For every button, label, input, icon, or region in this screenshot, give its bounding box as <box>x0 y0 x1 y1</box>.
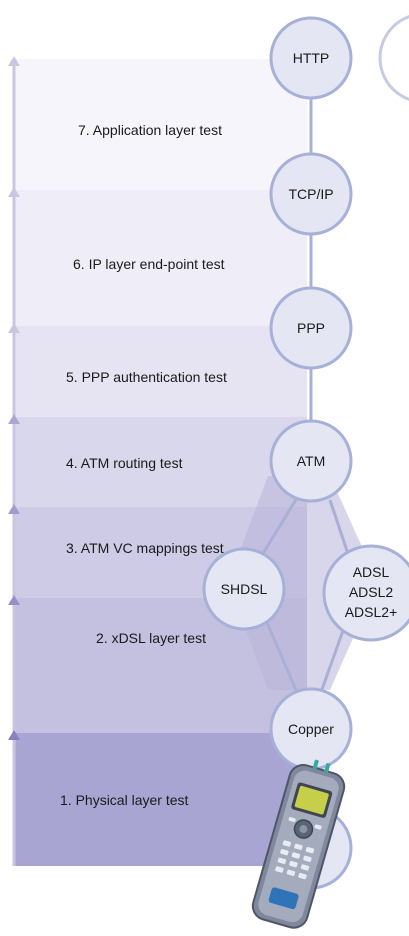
layer-labels: 7. Application layer test 6. IP layer en… <box>60 122 227 808</box>
band-atm-routing <box>14 417 307 507</box>
node-atm-label: ATM <box>297 453 326 469</box>
node-tcpip: TCP/IP <box>269 152 353 236</box>
node-ppp: PPP <box>269 286 353 370</box>
node-adsl-label-3: ADSL2+ <box>345 604 398 620</box>
band-ppp <box>14 326 307 417</box>
layer-label-4: 4. ATM routing test <box>66 455 183 471</box>
node-adsl-label-1: ADSL <box>353 564 390 580</box>
layer-bands <box>14 59 307 866</box>
node-adsl: ADSL ADSL2 ADSL2+ <box>322 544 409 642</box>
layer-label-6: 6. IP layer end-point test <box>73 256 225 272</box>
layer-label-3: 3. ATM VC mappings test <box>66 540 224 556</box>
node-copper-label: Copper <box>288 721 334 737</box>
node-http: HTTP <box>269 16 353 100</box>
node-http-label: HTTP <box>293 50 330 66</box>
handheld-tester-icon <box>251 759 346 929</box>
partial-node-decoration <box>378 15 409 101</box>
layer-label-5: 5. PPP authentication test <box>66 369 227 385</box>
arrow-6-icon <box>8 187 20 197</box>
node-atm: ATM <box>269 419 353 503</box>
arrow-2-icon <box>8 595 20 605</box>
node-tcpip-label: TCP/IP <box>288 186 333 202</box>
layer-label-7: 7. Application layer test <box>78 122 222 138</box>
arrow-5-icon <box>8 323 20 333</box>
node-shdsl-label: SHDSL <box>221 581 268 597</box>
layer-label-1: 1. Physical layer test <box>60 792 188 808</box>
arrow-3-icon <box>8 504 20 514</box>
band-ip <box>14 190 307 326</box>
node-adsl-label-2: ADSL2 <box>349 584 394 600</box>
node-copper: Copper <box>269 687 353 771</box>
arrow-1-icon <box>8 730 20 740</box>
layer-label-2: 2. xDSL layer test <box>96 630 206 646</box>
band-application <box>14 59 307 190</box>
node-ppp-label: PPP <box>297 320 325 336</box>
arrow-7-icon <box>8 56 20 66</box>
layer-axis <box>8 56 20 866</box>
band-physical <box>14 733 307 866</box>
arrow-4-icon <box>8 414 20 424</box>
node-shdsl: SHDSL <box>202 547 286 631</box>
